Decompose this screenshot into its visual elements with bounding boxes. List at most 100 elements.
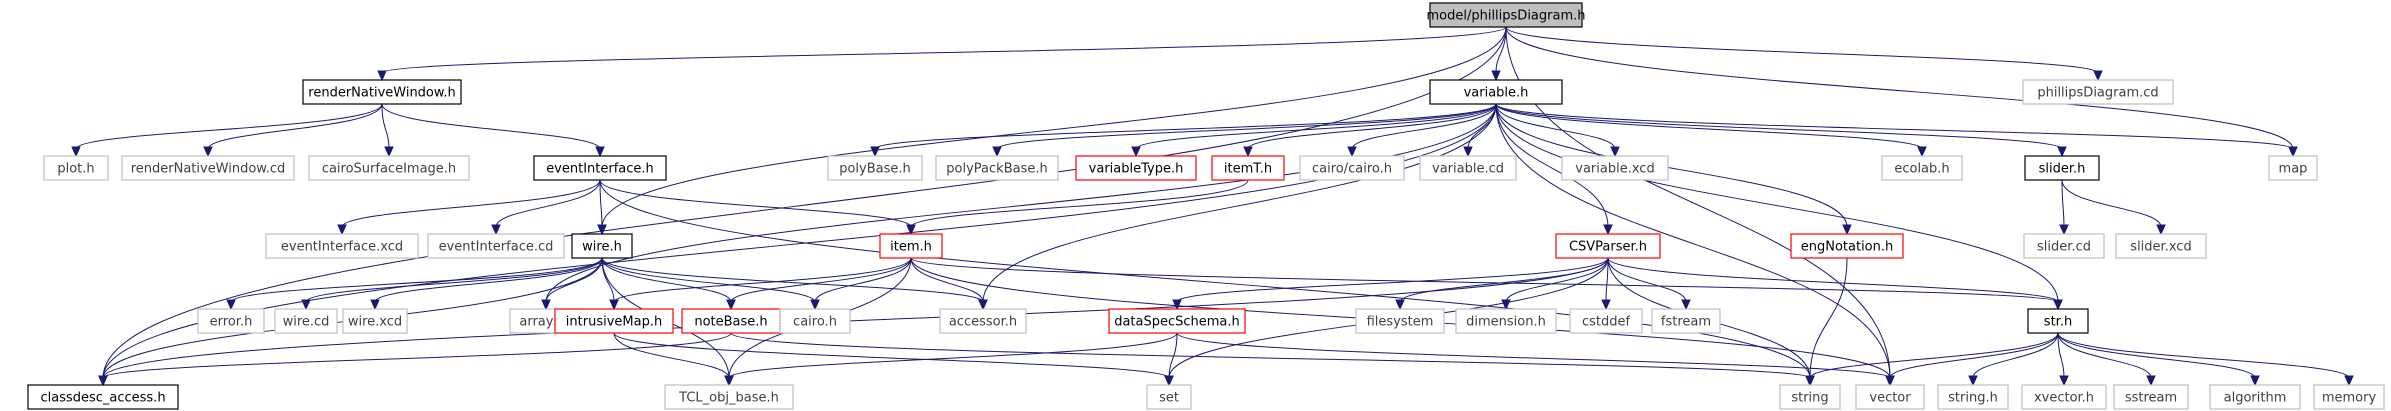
- node-filesystem[interactable]: filesystem: [1355, 308, 1445, 334]
- edge-variable-h-to-poly-base-h: [870, 103, 1497, 158]
- node-xvector-h[interactable]: xvector.h: [2021, 384, 2107, 410]
- node-cairo-cairo-h[interactable]: cairo/cairo.h: [1299, 155, 1405, 181]
- node-label: intrusiveMap.h: [566, 315, 662, 330]
- edge-item-h-to-str-h: [910, 257, 2063, 311]
- node-label: model/phillipsDiagram.h: [1426, 9, 1585, 24]
- node-str-h[interactable]: str.h: [2027, 308, 2089, 334]
- node-set[interactable]: set: [1146, 384, 1192, 410]
- node-data-spec-schema-h[interactable]: dataSpecSchema.h: [1108, 308, 1246, 334]
- edge-item-h-to-note-base-h: [726, 257, 912, 311]
- node-accessor-h[interactable]: accessor.h: [939, 308, 1027, 334]
- node-dimension-h[interactable]: dimension.h: [1455, 308, 1557, 334]
- node-label: filesystem: [1367, 315, 1434, 330]
- node-label: itemT.h: [1224, 162, 1272, 177]
- node-sstream[interactable]: sstream: [2113, 384, 2189, 410]
- node-label: variable.cd: [1432, 162, 1504, 177]
- edge-wire-h-to-accessor-h: [601, 257, 988, 311]
- node-label: dataSpecSchema.h: [1114, 315, 1240, 330]
- edge-phillips-diagram-h-to-map: [1505, 26, 2298, 158]
- node-csvparser-h[interactable]: CSVParser.h: [1555, 233, 1661, 259]
- edge-variable-h-to-map: [1495, 103, 2298, 158]
- node-render-native-window-h[interactable]: renderNativeWindow.h: [302, 79, 462, 105]
- edge-intrusive-map-h-to-set: [613, 332, 1174, 387]
- edge-event-interface-h-to-event-interface-xcd: [337, 179, 601, 236]
- node-eng-notation-h[interactable]: engNotation.h: [1790, 233, 1904, 259]
- node-note-base-h[interactable]: noteBase.h: [681, 308, 781, 334]
- node-label: eventInterface.xcd: [281, 240, 403, 255]
- node-cairo-surface-image-h[interactable]: cairoSurfaceImage.h: [308, 155, 470, 181]
- node-label: classdesc_access.h: [40, 391, 165, 406]
- node-vector[interactable]: vector: [1855, 384, 1925, 410]
- node-wire-h[interactable]: wire.h: [571, 233, 633, 259]
- edge-variable-h-to-ecolab-h: [1495, 103, 1927, 158]
- node-string-h[interactable]: string.h: [1937, 384, 2009, 410]
- edge-wire-h-to-error-h: [226, 257, 603, 311]
- edge-phillips-diagram-h-to-wire-h: [597, 26, 1507, 236]
- node-cstddef[interactable]: cstddef: [1569, 308, 1643, 334]
- node-label: plot.h: [57, 162, 94, 177]
- node-label: CSVParser.h: [1569, 240, 1647, 255]
- node-map[interactable]: map: [2268, 155, 2318, 181]
- node-poly-base-h[interactable]: polyBase.h: [827, 155, 923, 181]
- edge-item-h-to-intrusive-map-h: [609, 257, 912, 311]
- node-label: wire.h: [582, 240, 622, 255]
- node-phillips-diagram-cd[interactable]: phillipsDiagram.cd: [2022, 79, 2174, 105]
- node-fstream[interactable]: fstream: [1651, 308, 1721, 334]
- edge-variable-h-to-csvparser-h: [1495, 103, 1613, 236]
- node-tcl-obj-base-h[interactable]: TCL_obj_base.h: [664, 384, 794, 410]
- node-item-h[interactable]: item.h: [879, 233, 943, 259]
- node-string[interactable]: string: [1779, 384, 1841, 410]
- edge-str-h-to-vector: [1885, 332, 2059, 387]
- node-label: set: [1159, 391, 1179, 406]
- node-variable-h[interactable]: variable.h: [1429, 79, 1563, 105]
- node-event-interface-xcd[interactable]: eventInterface.xcd: [265, 233, 419, 259]
- node-label: polyPackBase.h: [946, 162, 1047, 177]
- node-cairo-h[interactable]: cairo.h: [779, 308, 851, 334]
- node-label: TCL_obj_base.h: [678, 391, 779, 406]
- node-label: item.h: [890, 240, 932, 255]
- edge-data-spec-schema-h-to-vector: [1176, 332, 1895, 387]
- node-wire-xcd[interactable]: wire.xcd: [342, 308, 408, 334]
- node-slider-h[interactable]: slider.h: [2024, 155, 2100, 181]
- edge-eng-notation-h-to-string: [1805, 257, 1848, 387]
- edge-wire-h-to-arrays-h: [541, 257, 603, 311]
- node-variable-type-h[interactable]: variableType.h: [1075, 155, 1197, 181]
- node-label: ecolab.h: [1894, 162, 1949, 177]
- node-memory[interactable]: memory: [2313, 384, 2385, 410]
- node-event-interface-h[interactable]: eventInterface.h: [533, 155, 667, 181]
- edge-csvparser-h-to-filesystem: [1395, 257, 1609, 311]
- node-label: noteBase.h: [694, 315, 767, 330]
- node-phillips-diagram-h[interactable]: model/phillipsDiagram.h: [1426, 2, 1586, 28]
- node-label: algorithm: [2224, 391, 2287, 406]
- node-slider-cd[interactable]: slider.cd: [2023, 233, 2105, 259]
- node-render-native-window-cd[interactable]: renderNativeWindow.cd: [121, 155, 295, 181]
- node-wire-cd[interactable]: wire.cd: [274, 308, 338, 334]
- node-item-t-h[interactable]: itemT.h: [1211, 155, 1285, 181]
- node-label: str.h: [2044, 315, 2072, 330]
- node-plot-h[interactable]: plot.h: [43, 155, 109, 181]
- edge-data-spec-schema-h-to-set: [1164, 332, 1178, 387]
- node-label: cstddef: [1582, 315, 1631, 330]
- node-poly-pack-base-h[interactable]: polyPackBase.h: [935, 155, 1059, 181]
- node-label: eventInterface.h: [546, 162, 654, 177]
- node-slider-xcd[interactable]: slider.xcd: [2115, 233, 2207, 259]
- node-label: engNotation.h: [1801, 240, 1894, 255]
- node-label: variableType.h: [1089, 162, 1184, 177]
- node-variable-cd[interactable]: variable.cd: [1419, 155, 1517, 181]
- node-label: cairo/cairo.h: [1312, 162, 1392, 177]
- node-event-interface-cd[interactable]: eventInterface.cd: [427, 233, 565, 259]
- node-error-h[interactable]: error.h: [197, 308, 265, 334]
- edge-event-interface-h-to-event-interface-cd: [491, 179, 601, 236]
- node-label: slider.h: [2039, 162, 2086, 177]
- edge-str-h-to-memory: [2057, 332, 2354, 387]
- node-ecolab-h[interactable]: ecolab.h: [1881, 155, 1963, 181]
- node-variable-xcd[interactable]: variable.xcd: [1561, 155, 1669, 181]
- node-algorithm[interactable]: algorithm: [2209, 384, 2301, 410]
- node-classdesc-access-h[interactable]: classdesc_access.h: [27, 384, 179, 410]
- node-label: accessor.h: [949, 315, 1017, 330]
- node-label: renderNativeWindow.cd: [131, 162, 286, 177]
- node-label: wire.xcd: [348, 315, 402, 330]
- node-intrusive-map-h[interactable]: intrusiveMap.h: [554, 308, 674, 334]
- edge-render-native-window-h-to-plot-h: [71, 103, 383, 158]
